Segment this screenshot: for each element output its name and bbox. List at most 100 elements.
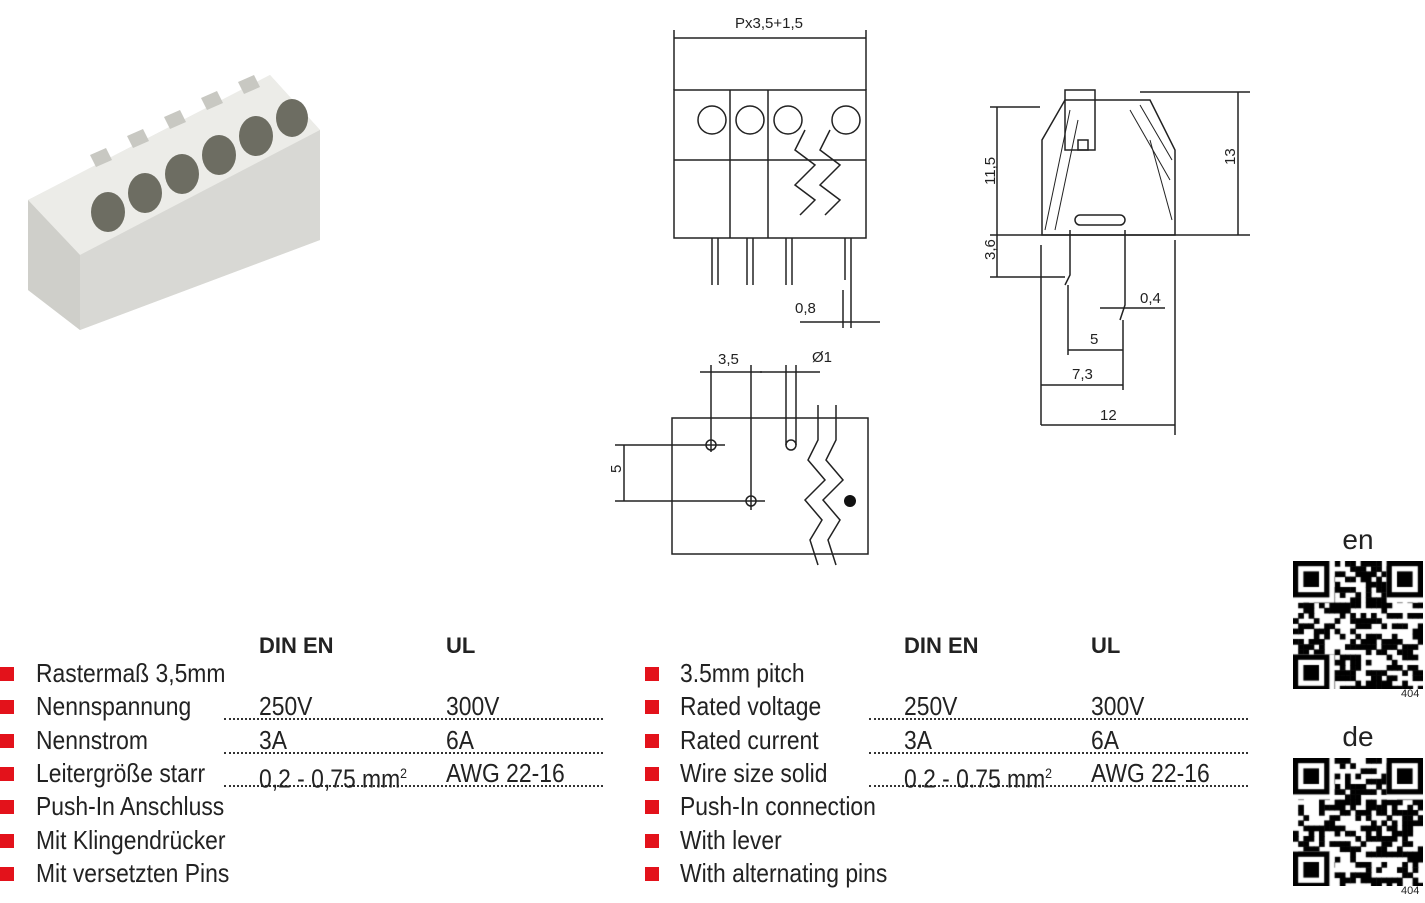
spec-value-ul-text: 300V (1091, 691, 1145, 722)
spec-label-text: Nennspannung (36, 691, 192, 722)
spec-value-din: 3A (259, 724, 291, 757)
bullet-icon (0, 866, 14, 881)
col-header-din: DIN EN (259, 633, 334, 658)
dim-body-height: 11,5 (982, 157, 999, 185)
spec-value-din: 250V (904, 690, 965, 723)
dotted-leader (869, 784, 1248, 787)
spec-value-din-text: 0,2 - 0,75 mm (259, 763, 401, 794)
spec-label: Wire size solid (680, 757, 848, 790)
dotted-leader (224, 784, 603, 787)
spec-label-text: Mit Klingendrücker (36, 824, 226, 855)
spec-value-ul-text: AWG 22-16 (446, 757, 565, 788)
spec-value-din-text: 250V (259, 691, 313, 722)
spec-label: Rastermaß 3,5mm (36, 657, 251, 690)
dotted-leader (224, 718, 603, 721)
spec-label-text: Rated current (680, 724, 819, 755)
bullet-icon (0, 766, 14, 781)
qr-label-de: de (1342, 721, 1374, 752)
spec-label-text: 3.5mm pitch (680, 658, 805, 688)
bullet-icon (0, 833, 14, 848)
spec-value-din: 0.2 - 0.75 mm2 (904, 757, 1072, 794)
superscript: 2 (1045, 764, 1053, 781)
dim-row-offset: 5 (608, 465, 625, 473)
spec-value-din: 250V (259, 690, 320, 723)
pcb-footprint-drawing: 3,5 Ø1 5 (608, 349, 869, 566)
dotted-leader (869, 751, 1248, 754)
spec-label: Nennspannung (36, 690, 212, 723)
bullet-icon (645, 700, 659, 715)
spec-value-ul: 6A (446, 724, 478, 757)
spec-label-text: With lever (680, 824, 782, 855)
spec-value-ul-text: 6A (446, 724, 474, 755)
spec-label: Rated voltage (680, 690, 840, 723)
spec-label: Push-In Anschluss (36, 790, 250, 823)
spec-value-din-text: 250V (904, 691, 958, 722)
bullet-icon (645, 833, 659, 848)
spec-label: With alternating pins (680, 857, 916, 890)
bullet-icon (0, 667, 14, 681)
product-photo (28, 75, 320, 330)
qr-code-de[interactable] (1293, 758, 1423, 886)
superscript: 2 (400, 764, 408, 781)
bullet-icon (645, 800, 659, 815)
bullet-icon (0, 800, 14, 815)
spec-value-ul-text: 6A (1091, 724, 1119, 755)
dim-pin-width: 0,8 (795, 300, 816, 317)
spec-value-din-text: 0.2 - 0.75 mm (904, 763, 1046, 794)
spec-label: 3.5mm pitch (680, 657, 822, 690)
spec-value-ul: 6A (1091, 724, 1123, 757)
dotted-leader (869, 718, 1248, 721)
spec-label-text: Mit versetzten Pins (36, 857, 230, 888)
spec-value-din-text: 3A (259, 724, 287, 755)
spec-label: Mit Klingendrücker (36, 824, 251, 857)
spec-value-din-text: 3A (904, 724, 932, 755)
spec-label-text: Wire size solid (680, 757, 828, 788)
dim-depth: 12 (1100, 407, 1117, 424)
col-header-ul: UL (446, 633, 476, 658)
spec-label-text: Rastermaß 3,5mm (36, 658, 226, 688)
side-view-drawing: 11,5 3,6 13 0,4 5 7,3 12 (982, 89, 1250, 435)
spec-value-ul: AWG 22-16 (1091, 757, 1226, 790)
spec-value-ul: AWG 22-16 (446, 757, 581, 790)
dim-pin-thickness: 0,4 (1140, 290, 1161, 307)
bullet-icon (0, 733, 14, 748)
spec-value-din: 0,2 - 0,75 mm2 (259, 757, 427, 794)
bullet-icon (645, 866, 659, 881)
dim-hole-diameter: Ø1 (812, 349, 832, 366)
dotted-leader (224, 751, 603, 754)
spec-label: Rated current (680, 724, 838, 757)
dim-pin-offset: 7,3 (1072, 366, 1093, 383)
qr-code-number-en: 404 (1401, 688, 1420, 700)
bullet-icon (645, 733, 659, 748)
spec-label-text: With alternating pins (680, 857, 888, 888)
dim-pin-spacing: 5 (1090, 331, 1098, 348)
spec-value-ul-text: AWG 22-16 (1091, 757, 1210, 788)
col-header-din: DIN EN (904, 633, 979, 658)
bullet-icon (645, 667, 659, 681)
spec-value-din: 3A (904, 724, 936, 757)
qr-code-en[interactable] (1293, 561, 1423, 689)
spec-label: Push-In connection (680, 790, 903, 823)
spec-label-text: Push-In connection (680, 791, 876, 822)
dim-pitch: Px3,5+1,5 (735, 15, 803, 32)
col-header-ul: UL (1091, 633, 1121, 658)
front-view-drawing: Px3,5+1,5 0,8 (673, 15, 880, 328)
dim-total-height: 13 (1222, 148, 1239, 165)
dim-pin-length: 3,6 (982, 239, 999, 260)
spec-label-text: Nennstrom (36, 724, 148, 755)
spec-label-text: Push-In Anschluss (36, 791, 225, 822)
spec-label: Mit versetzten Pins (36, 857, 256, 890)
dim-hole-pitch: 3,5 (718, 351, 739, 368)
spec-value-ul: 300V (1091, 690, 1152, 723)
spec-label: Nennstrom (36, 724, 163, 757)
bullet-icon (0, 700, 14, 715)
spec-label-text: Leitergröße starr (36, 757, 206, 788)
bullet-icon (645, 766, 659, 781)
spec-value-ul-text: 300V (446, 691, 500, 722)
spec-label-text: Rated voltage (680, 691, 822, 722)
qr-label-en: en (1342, 524, 1374, 555)
spec-value-ul: 300V (446, 690, 507, 723)
spec-label: With lever (680, 824, 796, 857)
spec-label: Leitergröße starr (36, 757, 228, 790)
qr-code-number-de: 404 (1401, 885, 1420, 897)
